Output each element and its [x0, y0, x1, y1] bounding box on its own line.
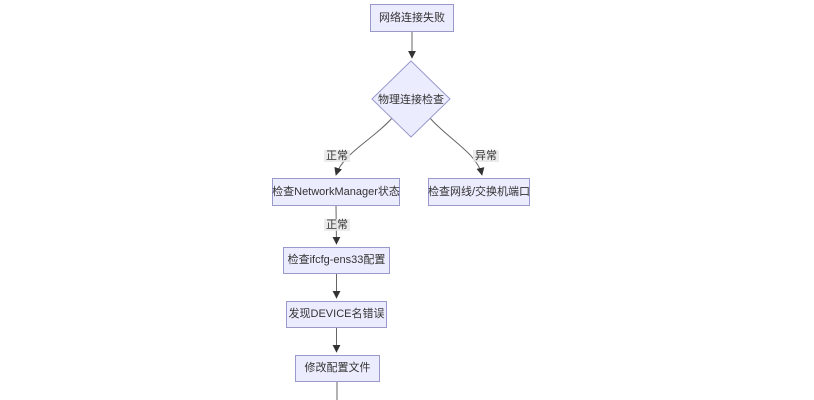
node-physical-check-label: 物理连接检查	[378, 94, 444, 106]
node-check-cable-switch-label: 检查网线/交换机端口	[427, 185, 531, 198]
edge-arrow-decision-to-networkmanager	[334, 116, 394, 176]
decision-diamond-shape	[371, 60, 451, 138]
node-check-ifcfg: 检查ifcfg-ens33配置	[283, 247, 390, 274]
node-network-failure-label: 网络连接失败	[379, 11, 445, 24]
node-network-failure: 网络连接失败	[370, 4, 454, 32]
node-modify-config-label: 修改配置文件	[304, 362, 371, 374]
edge-label-normal-middle: 正常	[324, 218, 350, 232]
node-check-networkmanager: 检查NetworkManager状态	[272, 178, 400, 206]
node-device-name-error-label: 发现DEVICE名错误	[288, 308, 385, 320]
node-check-ifcfg-label: 检查ifcfg-ens33配置	[287, 254, 386, 266]
node-check-networkmanager-label: 检查NetworkManager状态	[272, 185, 400, 198]
edge-arrow-decision-to-cable	[428, 116, 485, 176]
edge-label-abnormal-right: 异常	[473, 149, 499, 163]
node-modify-config: 修改配置文件	[295, 355, 380, 382]
edge-label-normal-left: 正常	[324, 149, 350, 163]
node-check-cable-switch: 检查网线/交换机端口	[428, 178, 530, 206]
node-device-name-error: 发现DEVICE名错误	[286, 301, 387, 328]
